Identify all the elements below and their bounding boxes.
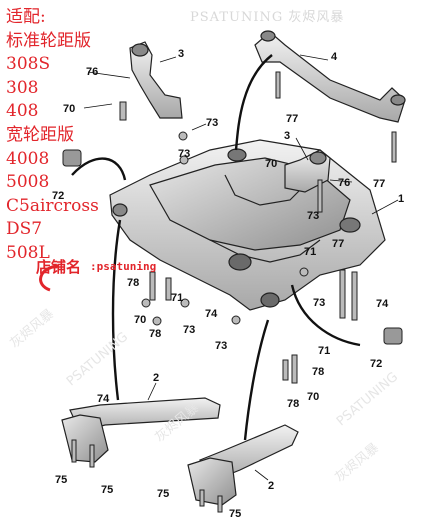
callout-label: 76 [86,66,99,78]
compat-model-line: 508L [6,242,50,263]
callout-label: 73 [307,210,320,222]
callout-label: 75 [101,484,114,496]
callout-label: 73 [183,324,196,336]
shop-stamp-suffix: :psatuning [90,260,157,273]
callout-label: 78 [127,277,140,289]
callout-label: 75 [157,488,170,500]
callout-label: 2 [153,372,160,384]
callout-label: 73 [178,148,191,160]
shop-stamp: 店铺名 [36,258,82,276]
callout-label: 72 [52,190,65,202]
fastener-bolts [71,71,397,513]
bracket-part-3-left [129,41,183,119]
callout-label: 74 [376,298,389,310]
compat-model-line: 适配: [6,7,46,27]
callout-label: 70 [265,158,278,170]
callout-label: 4 [331,51,338,63]
callout-label: 78 [312,366,325,378]
compat-model-line: 5008 [6,172,50,193]
callout-label: 72 [370,358,383,370]
callout-label: 70 [134,314,147,326]
callout-label: 3 [178,48,185,60]
callout-label: 73 [215,340,228,352]
brace-part-4 [254,30,406,123]
callout-label: 71 [304,246,317,258]
callout-label: 77 [373,178,386,190]
callout-label: 3 [284,130,291,142]
compat-model-line: 标准轮距版 [6,30,91,51]
callout-label: 1 [398,193,405,205]
callout-label: 74 [205,308,218,320]
compat-model-line: 308 [6,77,39,98]
callout-label: 74 [97,393,110,405]
callout-label: 70 [307,391,320,403]
callout-label: 75 [55,474,68,486]
callout-label: 2 [268,480,275,492]
callout-label: 71 [318,345,331,357]
callout-label: 78 [287,398,300,410]
callout-label: 73 [313,297,326,309]
callout-label: 77 [332,238,345,250]
compat-model-line: 408 [6,101,39,122]
callout-label: 75 [229,508,242,520]
leader-lines [83,54,399,481]
compat-model-line: 308S [6,54,51,75]
hose-lines [39,54,361,441]
callout-label: 70 [63,103,76,115]
callout-label: 73 [206,117,219,129]
bushing-part-72 [62,149,403,345]
compat-model-line: C5aircross [6,195,99,216]
compat-model-line: DS7 [6,219,43,240]
callout-label: 78 [149,328,162,340]
watermark-top: PSATUNING 灰烬风暴 [190,10,345,25]
callout-label: 76 [338,177,351,189]
callout-label: 77 [286,113,299,125]
compat-model-line: 4008 [6,148,50,169]
callout-label: 71 [171,292,184,304]
compat-model-line: 宽轮距版 [6,124,74,145]
